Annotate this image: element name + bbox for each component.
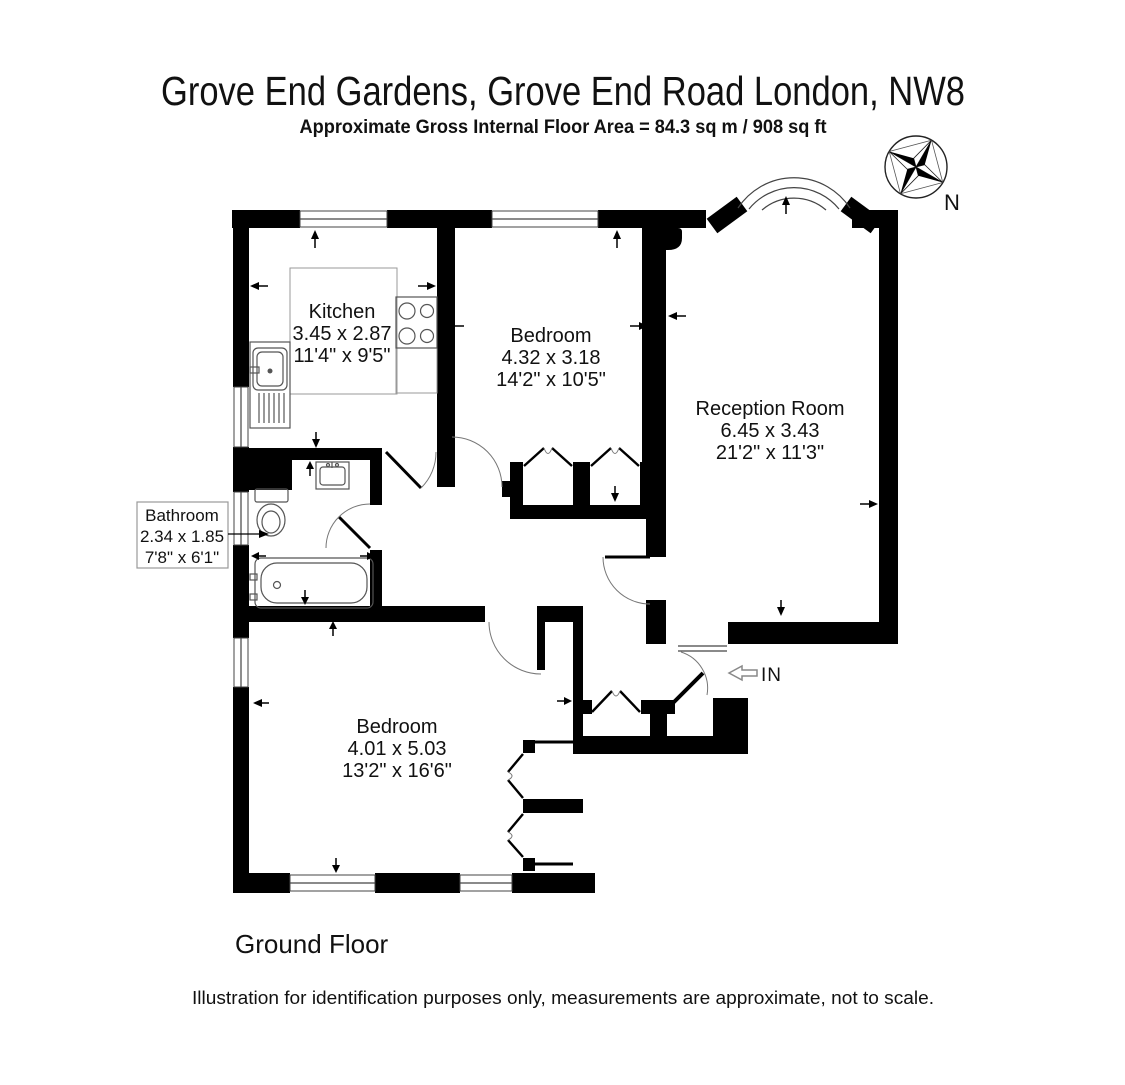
bathroom-name: Bathroom xyxy=(145,506,219,525)
bedroom2-name: Bedroom xyxy=(356,716,437,738)
room-label-bedroom2: Bedroom 4.01 x 5.03 13'2" x 16'6" xyxy=(342,716,452,782)
wall-segments xyxy=(232,196,898,893)
doors xyxy=(325,436,727,705)
disclaimer-text: Illustration for identification purposes… xyxy=(192,988,934,1008)
reception-name: Reception Room xyxy=(696,398,845,420)
bathroom-callout: Bathroom 2.34 x 1.85 7'8" x 6'1" xyxy=(136,501,269,569)
fixtures xyxy=(249,267,438,609)
reception-door xyxy=(602,555,651,605)
bedroom2-door xyxy=(488,621,545,675)
in-arrow-icon xyxy=(727,664,758,682)
kitchen-dim-imperial: 11'4" x 9'5" xyxy=(293,345,390,367)
header: Grove End Gardens, Grove End Road London… xyxy=(161,68,965,138)
bathroom-leader-arrow-icon xyxy=(259,530,269,538)
room-label-kitchen: Kitchen 3.45 x 2.87 11'4" x 9'5" xyxy=(293,301,392,367)
bedroom2-dim-imperial: 13'2" x 16'6" xyxy=(342,760,452,782)
entrance-label: IN xyxy=(761,665,782,686)
compass-north-label: N xyxy=(944,190,960,215)
windows xyxy=(233,177,851,892)
bathroom-dim-metric: 2.34 x 1.85 xyxy=(140,527,224,546)
page-title: Grove End Gardens, Grove End Road London… xyxy=(161,68,965,114)
bedroom1-door xyxy=(451,436,503,488)
wash-basin-icon xyxy=(315,461,350,490)
bedroom1-dim-metric: 4.32 x 3.18 xyxy=(502,347,601,369)
compass-icon: N xyxy=(884,135,960,215)
bathtub-icon xyxy=(249,557,374,609)
page-subtitle: Approximate Gross Internal Floor Area = … xyxy=(300,117,828,138)
room-label-reception: Reception Room 6.45 x 3.43 21'2" x 11'3" xyxy=(696,398,845,464)
floor-label: Ground Floor xyxy=(235,929,389,959)
bedroom2-dim-metric: 4.01 x 5.03 xyxy=(348,738,447,760)
kitchen-dim-metric: 3.45 x 2.87 xyxy=(293,323,392,345)
kitchen-name: Kitchen xyxy=(309,301,376,323)
toilet-icon xyxy=(254,488,289,537)
stove-icon xyxy=(395,296,438,349)
reception-dim-metric: 6.45 x 3.43 xyxy=(721,420,820,442)
reception-dim-imperial: 21'2" x 11'3" xyxy=(716,442,824,464)
bathroom-door xyxy=(325,503,372,550)
kitchen-door xyxy=(384,450,437,490)
bathroom-dim-imperial: 7'8" x 6'1" xyxy=(145,548,219,567)
kitchen-sink-icon xyxy=(249,341,291,429)
entrance-marker: IN xyxy=(727,664,782,686)
front-door xyxy=(671,645,727,705)
bedroom1-name: Bedroom xyxy=(510,325,591,347)
dimension-arrows xyxy=(250,196,878,873)
closet-bifold-doors xyxy=(507,447,641,858)
bedroom1-dim-imperial: 14'2" x 10'5" xyxy=(496,369,606,391)
room-label-bedroom1: Bedroom 4.32 x 3.18 14'2" x 10'5" xyxy=(496,325,606,391)
